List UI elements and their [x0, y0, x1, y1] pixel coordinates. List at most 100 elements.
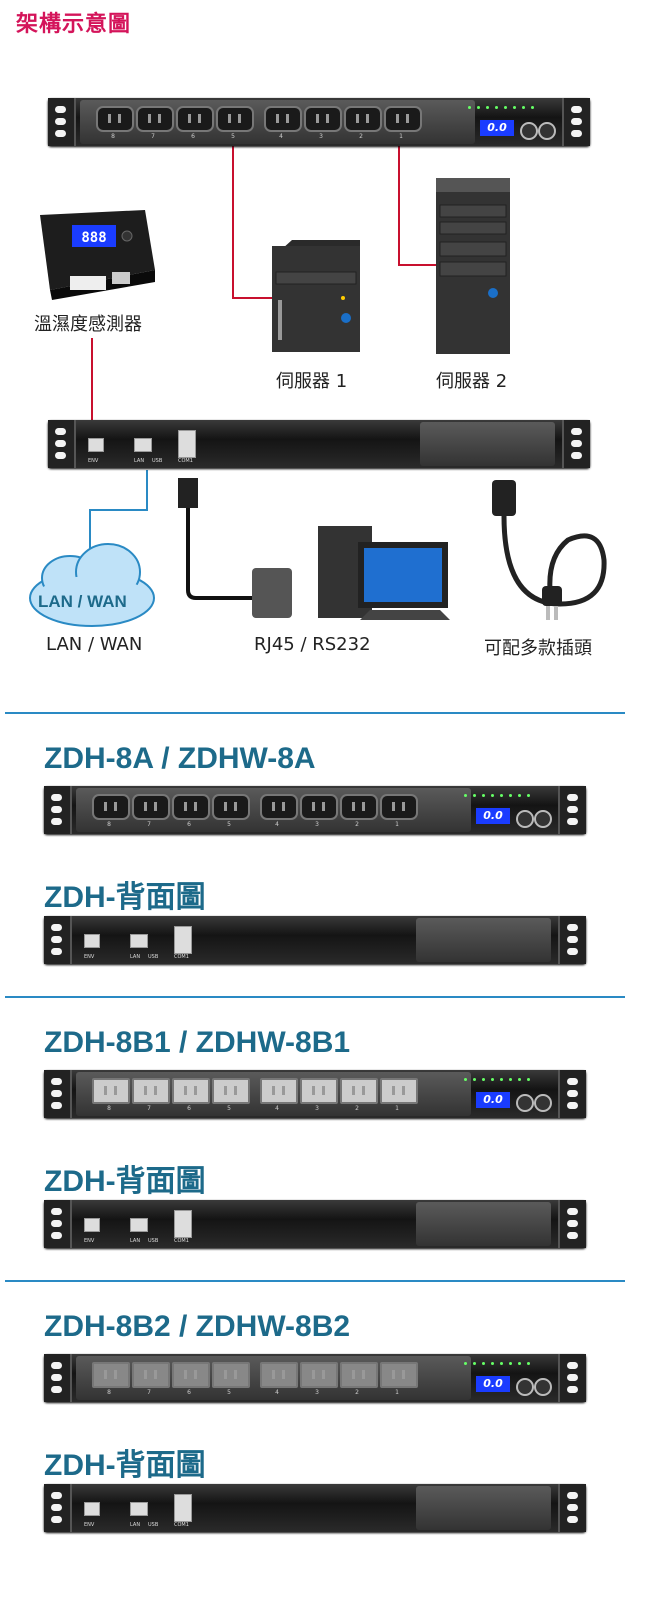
outlet-socket [92, 1078, 130, 1104]
status-led [464, 1362, 467, 1365]
outlet-socket [300, 1362, 338, 1388]
outlet-socket [260, 1362, 298, 1388]
outlet-socket [132, 1078, 170, 1104]
status-led [482, 794, 485, 797]
outlet-number: 1 [399, 133, 403, 140]
status-led [468, 106, 471, 109]
outlet-socket [260, 1078, 298, 1104]
rear-port-label: COM1 [174, 1522, 189, 1528]
model-heading-1: ZDH-8A / ZDHW-8A [44, 742, 316, 775]
outlet-socket [172, 1362, 210, 1388]
outlet-number: 1 [395, 1105, 399, 1112]
divider-2 [5, 996, 625, 998]
server1-label: 伺服器 1 [276, 371, 348, 392]
outlet-socket [132, 1362, 170, 1388]
divider-3 [5, 1280, 625, 1282]
outlet-number: 3 [315, 821, 319, 828]
outlet-socket [340, 794, 378, 820]
pdu-display: 0.0 [476, 808, 510, 824]
outlet-number: 3 [315, 1389, 319, 1396]
status-led [473, 794, 476, 797]
outlet-socket [172, 1078, 210, 1104]
status-led [473, 1362, 476, 1365]
status-led [531, 106, 534, 109]
status-led [513, 106, 516, 109]
rear-heading-3: ZDH-背面圖 [44, 1449, 206, 1482]
outlet-number: 7 [147, 821, 151, 828]
outlet-number: 4 [275, 821, 279, 828]
outlet-number: 8 [107, 1389, 111, 1396]
outlet-number: 1 [395, 1389, 399, 1396]
switch-button [520, 122, 538, 140]
status-led [518, 1362, 521, 1365]
outlet-number: 6 [187, 1105, 191, 1112]
outlet-number: 8 [107, 1105, 111, 1112]
outlet-number: 8 [111, 133, 115, 140]
status-led [527, 1362, 530, 1365]
server-1 [272, 240, 360, 352]
status-led [527, 1078, 530, 1081]
rear-port-label: LAN [130, 1238, 141, 1244]
rear-port-label: LAN [134, 458, 145, 464]
rear-heading-2: ZDH-背面圖 [44, 1165, 206, 1198]
outlet-number: 2 [359, 133, 363, 140]
rear-port-label: ENV [84, 1238, 95, 1244]
outlet-socket [176, 106, 214, 132]
outlet-socket [132, 794, 170, 820]
set-button [538, 122, 556, 140]
rear-port-label: USB [148, 954, 159, 960]
outlet-socket [300, 794, 338, 820]
rear-port-label: ENV [84, 954, 95, 960]
rj45-label: RJ45 / RS232 [254, 634, 371, 655]
sensor-label: 溫濕度感測器 [34, 314, 142, 335]
outlet-number: 1 [395, 821, 399, 828]
status-led [464, 794, 467, 797]
outlet-number: 6 [191, 133, 195, 140]
rear-port-label: USB [152, 458, 163, 464]
outlet-number: 7 [151, 133, 155, 140]
pdu-display: 0.0 [476, 1376, 510, 1392]
pdu-display: 0.0 [476, 1092, 510, 1108]
status-led [500, 794, 503, 797]
rear-port-label: USB [148, 1522, 159, 1528]
outlet-number: 3 [319, 133, 323, 140]
outlet-number: 5 [231, 133, 235, 140]
status-led [509, 1362, 512, 1365]
outlet-number: 2 [355, 1105, 359, 1112]
power-plug [492, 480, 607, 620]
outlet-socket [212, 794, 250, 820]
outlet-socket [304, 106, 342, 132]
rear-port-label: LAN [130, 1522, 141, 1528]
status-led [509, 794, 512, 797]
connection-lines [89, 118, 440, 555]
status-led [464, 1078, 467, 1081]
outlet-socket [380, 794, 418, 820]
outlet-number: 3 [315, 1105, 319, 1112]
sensor-device: 888 [40, 210, 155, 300]
outlet-socket [264, 106, 302, 132]
status-led [500, 1362, 503, 1365]
outlet-socket [212, 1362, 250, 1388]
status-led [491, 1362, 494, 1365]
outlet-socket [344, 106, 382, 132]
lan-port [134, 438, 152, 452]
plug-label: 可配多款插頭 [484, 638, 592, 659]
outlet-number: 4 [275, 1389, 279, 1396]
server-2 [436, 178, 510, 354]
outlet-number: 5 [227, 821, 231, 828]
model-heading-3: ZDH-8B2 / ZDHW-8B2 [44, 1310, 351, 1343]
rear-port-label: LAN [130, 954, 141, 960]
rear-port-label: ENV [84, 1522, 95, 1528]
status-led [477, 106, 480, 109]
rear-heading-1: ZDH-背面圖 [44, 881, 206, 914]
sensor-display: 888 [81, 230, 106, 246]
rear-port-label: COM1 [178, 458, 193, 464]
status-led [491, 794, 494, 797]
lan-cloud-text: LAN / WAN [38, 592, 127, 611]
